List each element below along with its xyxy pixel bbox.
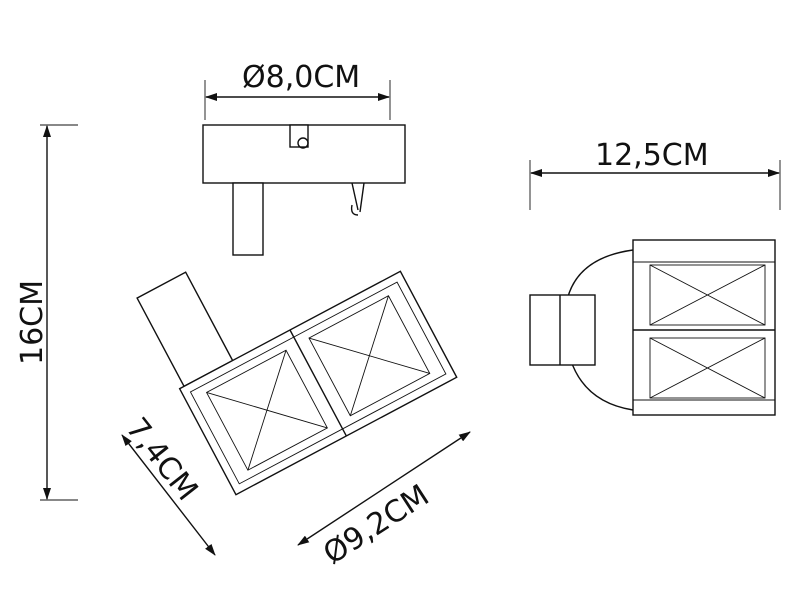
front-view	[529, 239, 776, 416]
shade-height-dimension: 7,4CM	[119, 411, 216, 556]
screw-icon	[297, 137, 309, 149]
side-view	[136, 124, 458, 496]
lamp-body	[529, 294, 596, 366]
switch-knob	[350, 182, 365, 216]
height-label: 16CM	[15, 280, 50, 365]
shade-diameter-dimension: Ø9,2CM	[297, 431, 471, 572]
base-diameter-dimension: Ø8,0CM	[204, 60, 391, 120]
shade-diameter-label: Ø9,2CM	[317, 478, 435, 572]
base-diameter-label: Ø8,0CM	[242, 60, 360, 95]
shade	[632, 239, 776, 416]
shade-height-label: 7,4CM	[119, 411, 205, 507]
shade	[178, 270, 458, 496]
depth-label: 12,5CM	[595, 138, 709, 173]
height-dimension: 16CM	[15, 124, 78, 501]
arm	[232, 182, 264, 256]
depth-dimension: 12,5CM	[529, 138, 781, 210]
